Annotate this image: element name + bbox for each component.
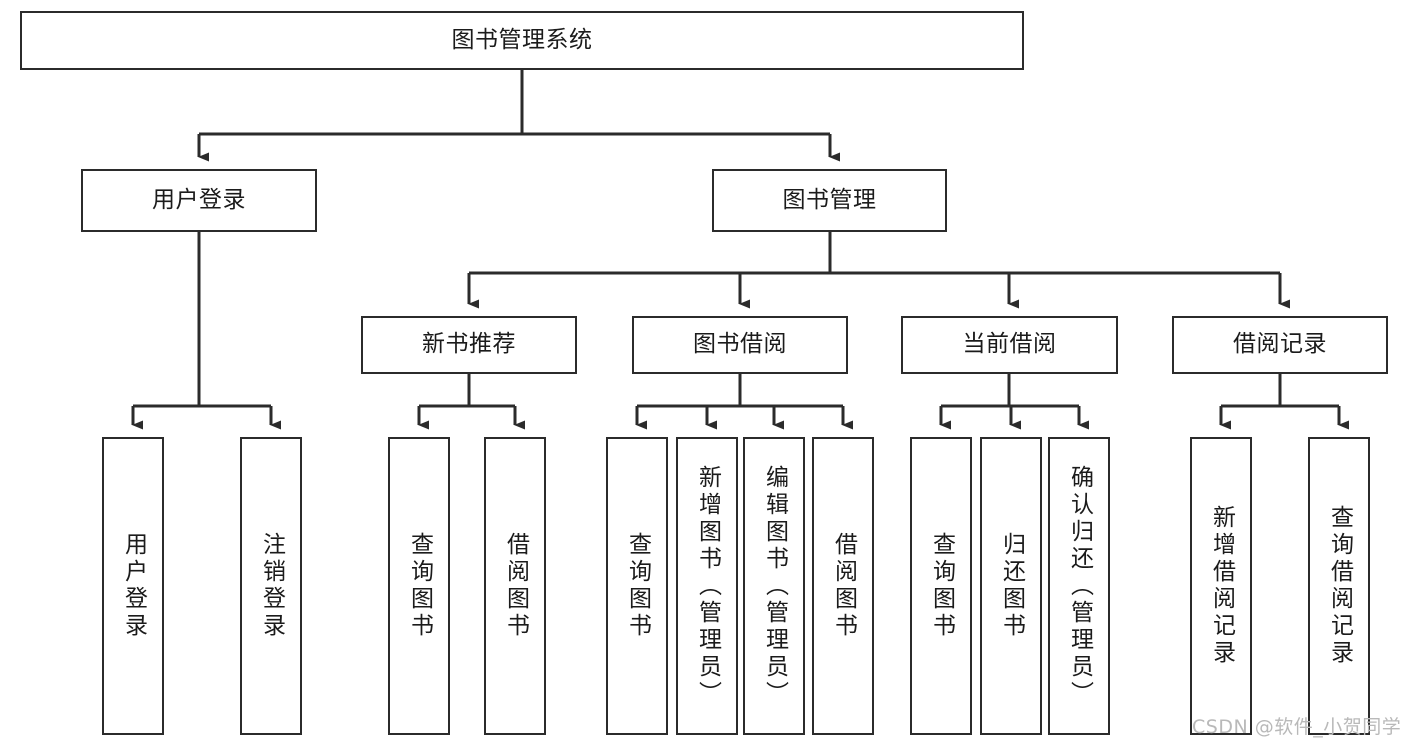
- edge-group-root: [197, 70, 840, 162]
- node-borrow-record[interactable]: 借阅记录: [1172, 316, 1388, 374]
- node-leaf-borrow-book[interactable]: 借阅图书: [812, 437, 874, 735]
- node-leaf-logout[interactable]: 注销登录: [240, 437, 302, 735]
- node-leaf-query-book-cur[interactable]: 查询图书: [910, 437, 972, 735]
- edge-group-current-borrow: [939, 374, 1089, 430]
- node-root-label: 图书管理系统: [451, 26, 593, 53]
- node-book-manage-label: 图书管理: [782, 186, 877, 213]
- node-leaf-confirm-return[interactable]: 确认归还（管理员）: [1048, 437, 1110, 735]
- node-leaf-borrow-book-label: 借阅图书: [830, 532, 857, 640]
- node-leaf-query-book-cur-label: 查询图书: [928, 532, 955, 640]
- node-leaf-add-book[interactable]: 新增图书（管理员）: [676, 437, 738, 735]
- edge-group-user-login: [131, 232, 281, 430]
- edge-group-new-book-rec: [417, 374, 525, 430]
- node-leaf-add-record[interactable]: 新增借阅记录: [1190, 437, 1252, 735]
- node-root[interactable]: 图书管理系统: [20, 11, 1024, 70]
- node-user-login-label: 用户登录: [152, 186, 246, 213]
- edge-group-borrow-record: [1219, 374, 1349, 430]
- node-leaf-query-record[interactable]: 查询借阅记录: [1308, 437, 1370, 735]
- edge-group-book-manage: [467, 232, 1290, 309]
- node-current-borrow[interactable]: 当前借阅: [901, 316, 1118, 374]
- node-leaf-borrow-book-rec-label: 借阅图书: [502, 532, 529, 640]
- node-borrow-record-label: 借阅记录: [1233, 331, 1327, 358]
- node-leaf-logout-label: 注销登录: [258, 532, 285, 640]
- node-leaf-confirm-return-label: 确认归还（管理员）: [1066, 464, 1093, 708]
- node-user-login[interactable]: 用户登录: [81, 169, 317, 232]
- node-leaf-add-record-label: 新增借阅记录: [1208, 505, 1235, 667]
- node-leaf-query-book-borrow[interactable]: 查询图书: [606, 437, 668, 735]
- node-current-borrow-label: 当前借阅: [962, 331, 1057, 358]
- node-leaf-borrow-book-rec[interactable]: 借阅图书: [484, 437, 546, 735]
- node-leaf-edit-book[interactable]: 编辑图书（管理员）: [743, 437, 805, 735]
- node-leaf-edit-book-label: 编辑图书（管理员）: [761, 464, 788, 708]
- node-book-manage[interactable]: 图书管理: [712, 169, 947, 232]
- node-leaf-user-login[interactable]: 用户登录: [102, 437, 164, 735]
- node-leaf-return-book[interactable]: 归还图书: [980, 437, 1042, 735]
- node-leaf-query-record-label: 查询借阅记录: [1326, 505, 1353, 667]
- csdn-watermark: CSDN @软件_小贺同学: [1192, 716, 1402, 738]
- edge-group-book-borrow: [635, 374, 853, 430]
- node-leaf-user-login-label: 用户登录: [120, 532, 147, 640]
- node-leaf-query-book-borrow-label: 查询图书: [624, 532, 651, 640]
- node-book-borrow-label: 图书借阅: [693, 331, 787, 358]
- node-leaf-query-book-rec-label: 查询图书: [406, 532, 433, 640]
- node-new-book-rec[interactable]: 新书推荐: [361, 316, 577, 374]
- node-leaf-query-book-rec[interactable]: 查询图书: [388, 437, 450, 735]
- node-leaf-return-book-label: 归还图书: [998, 532, 1025, 640]
- node-book-borrow[interactable]: 图书借阅: [632, 316, 848, 374]
- node-leaf-add-book-label: 新增图书（管理员）: [694, 464, 721, 708]
- node-new-book-rec-label: 新书推荐: [422, 331, 516, 358]
